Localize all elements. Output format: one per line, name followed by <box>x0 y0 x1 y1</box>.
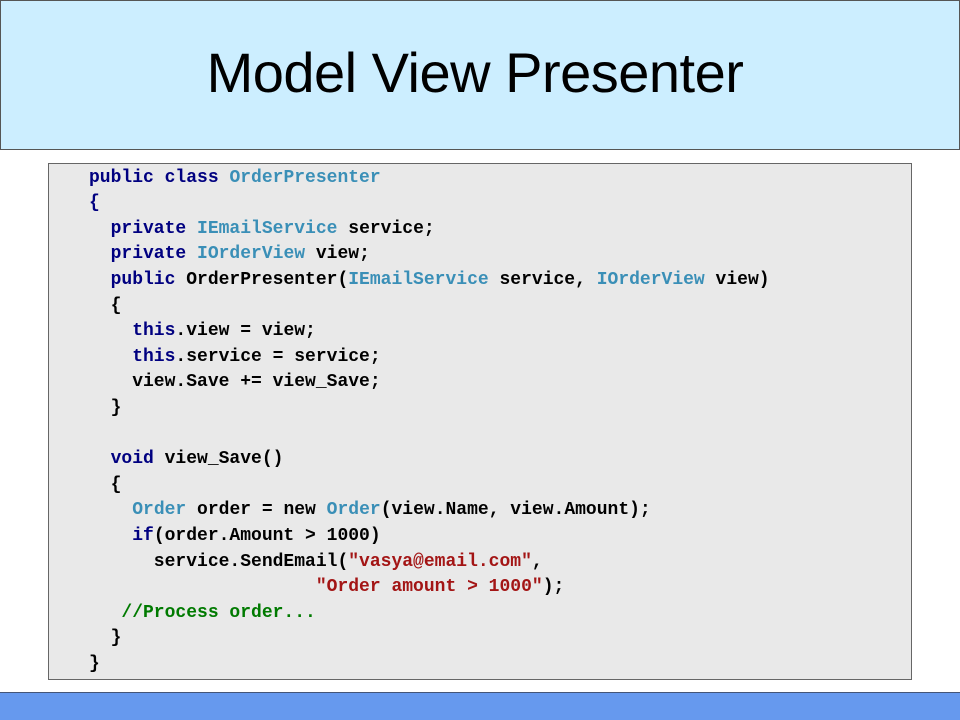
code-line-5: public OrderPresenter(IEmailService serv… <box>89 268 770 293</box>
code-token: service, <box>488 270 597 290</box>
code-line-15: if(order.Amount > 1000) <box>89 524 381 549</box>
code-token: "vasya@email.com" <box>348 552 532 572</box>
code-line-3: private IEmailService service; <box>89 217 435 242</box>
code-token: service; <box>337 219 435 239</box>
code-token: IOrderView <box>596 270 705 290</box>
code-token: view.Save += view_Save; <box>89 372 381 392</box>
code-token: Order <box>326 500 381 520</box>
code-token: OrderPresenter <box>229 168 381 188</box>
code-line-18: //Process order... <box>89 601 316 626</box>
code-line-6: { <box>89 294 122 319</box>
code-line-13: { <box>89 473 122 498</box>
code-token <box>89 577 316 597</box>
code-token: IEmailService <box>348 270 489 290</box>
slide-title: Model View Presenter <box>206 41 744 104</box>
code-line-20: } <box>89 652 100 677</box>
code-token: view_Save() <box>153 449 284 469</box>
code-token: service.SendEmail( <box>89 552 349 572</box>
code-token: } <box>89 654 100 674</box>
code-token: .view = view; <box>175 321 316 341</box>
code-token: , <box>531 552 543 572</box>
code-token: this <box>89 321 176 341</box>
code-line-1: public class OrderPresenter <box>89 166 381 191</box>
code-token: this <box>89 347 176 367</box>
code-token: view) <box>704 270 770 290</box>
code-line-4: private IOrderView view; <box>89 242 370 267</box>
code-token: (order.Amount > 1000) <box>153 526 381 546</box>
code-token: public <box>89 270 187 290</box>
code-token: (view.Name, view.Amount); <box>380 500 651 520</box>
code-line-17: "Order amount > 1000"); <box>89 575 564 600</box>
code-line-2: { <box>89 191 100 216</box>
code-line-8: this.service = service; <box>89 345 381 370</box>
code-line-19: } <box>89 626 122 651</box>
title-banner: Model View Presenter <box>0 0 960 150</box>
code-token: { <box>89 475 122 495</box>
code-token: private <box>89 244 198 264</box>
code-line-10: } <box>89 396 122 421</box>
code-token: view; <box>305 244 370 264</box>
code-line-14: Order order = new Order(view.Name, view.… <box>89 498 651 523</box>
code-token: if <box>89 526 154 546</box>
code-token: IEmailService <box>197 219 338 239</box>
code-token: Order <box>132 500 187 520</box>
code-token: } <box>89 398 122 418</box>
code-token: public class <box>89 168 230 188</box>
code-line-7: this.view = view; <box>89 319 316 344</box>
code-token: "Order amount > 1000" <box>315 577 543 597</box>
code-token: } <box>89 628 122 648</box>
code-line-12: void view_Save() <box>89 447 284 472</box>
code-token: .service = service; <box>175 347 381 367</box>
code-line-16: service.SendEmail("vasya@email.com", <box>89 550 543 575</box>
code-token: private <box>89 219 198 239</box>
code-token: IOrderView <box>197 244 306 264</box>
code-token: void <box>89 449 154 469</box>
code-token: order = new <box>186 500 327 520</box>
code-line-9: view.Save += view_Save; <box>89 370 381 395</box>
code-token: ); <box>542 577 565 597</box>
code-block: public class OrderPresenter { private IE… <box>48 163 912 680</box>
code-token: //Process order... <box>89 603 316 623</box>
footer-bar <box>0 692 960 720</box>
code-token <box>89 500 132 520</box>
code-token: OrderPresenter( <box>186 270 349 290</box>
code-token: { <box>89 296 122 316</box>
code-token: { <box>89 193 100 213</box>
